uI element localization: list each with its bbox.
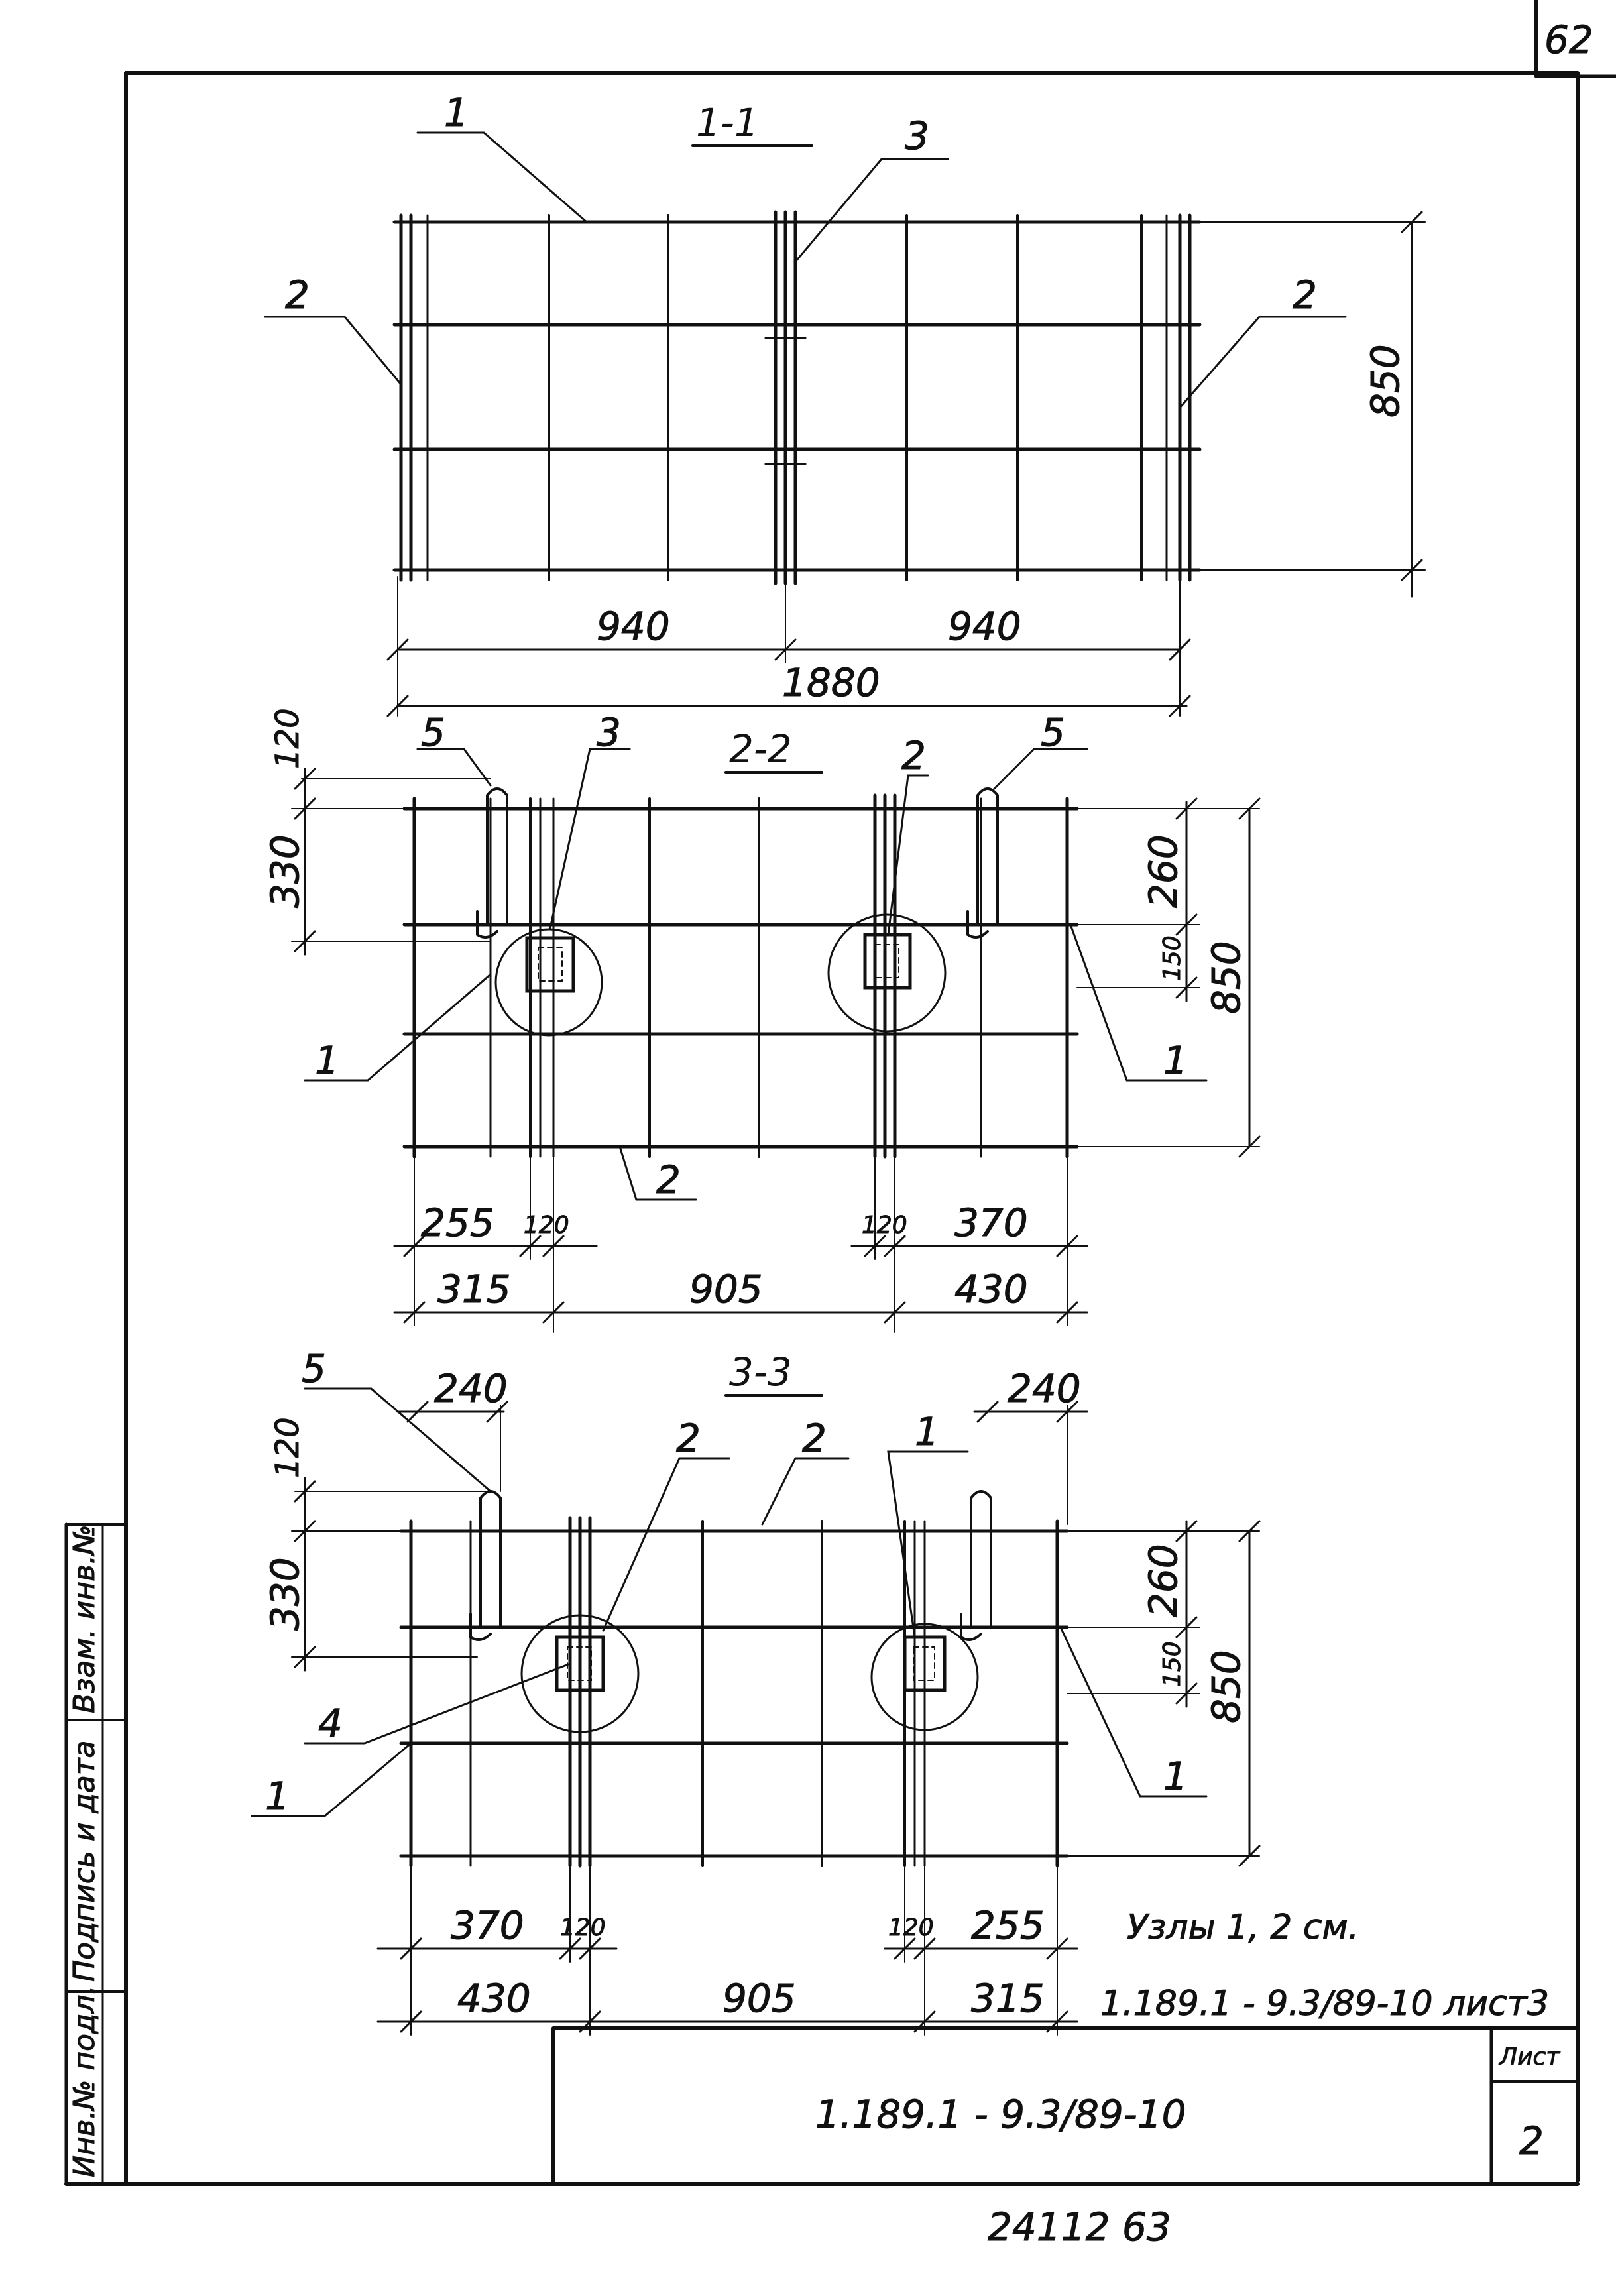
dim-2-2-right-850: 850 [1204, 941, 1249, 1014]
callout-2-2a: 5 [421, 710, 445, 755]
title-block-code: 1.189.1 - 9.3/89-10 [815, 2092, 1186, 2137]
dim-3-3-top-120: 120 [269, 1417, 306, 1478]
callout-2-2e: 1 [315, 1038, 339, 1083]
dim-2-2-b1-120b: 120 [862, 1212, 907, 1239]
dim-2-2-b2-315: 315 [437, 1267, 511, 1312]
strip-inv-podl: Инв.№ подл. [68, 1985, 101, 2177]
drawing-frame [64, 0, 1616, 2186]
dim-1-1-total: 1880 [782, 660, 880, 705]
dim-3-3-top-240a: 240 [434, 1366, 508, 1411]
dim-3-3-b1-120b: 120 [888, 1914, 934, 1941]
dim-1-1-left-half: 940 [597, 604, 670, 649]
title-block-sheet-label: Лист [1498, 2043, 1560, 2071]
callout-2-2d: 5 [1041, 710, 1065, 755]
section-2-2: 2-2 [291, 726, 1261, 1333]
dim-3-3-right-260: 260 [1141, 1544, 1186, 1617]
dim-3-3-right-150: 150 [1159, 1641, 1186, 1687]
dim-3-3-b1-255: 255 [971, 1903, 1045, 1948]
dim-3-3-top-240b: 240 [1008, 1366, 1081, 1411]
dim-2-2-top-120: 120 [269, 708, 306, 769]
title-block-sheet-number: 2 [1519, 2118, 1544, 2163]
dim-1-1-right-half: 940 [948, 604, 1021, 649]
dim-3-3-right-850: 850 [1204, 1650, 1249, 1723]
sheet-corner-number: 62 [1544, 17, 1593, 62]
callout-1-1a: 1 [444, 90, 469, 135]
callout-3-3d: 1 [915, 1409, 939, 1454]
dim-2-2-b1-255: 255 [421, 1200, 494, 1245]
callout-3-3c: 2 [802, 1416, 827, 1461]
callout-3-3b: 2 [676, 1416, 701, 1461]
dim-2-2-left-330: 330 [262, 834, 308, 908]
callout-3-3f: 1 [265, 1774, 290, 1819]
dim-2-2-b2-430: 430 [954, 1267, 1028, 1312]
callout-2-2c: 2 [901, 733, 926, 778]
dim-3-3-b2-315: 315 [971, 1976, 1045, 2021]
callout-2-2b: 3 [597, 710, 621, 755]
callout-2-2f: 1 [1163, 1038, 1188, 1083]
dim-3-3-b2-430: 430 [457, 1976, 531, 2021]
bottom-archive-code: 24112 63 [988, 2205, 1171, 2250]
callout-2-2g: 2 [656, 1157, 681, 1202]
callout-3-3a: 5 [302, 1346, 326, 1391]
section-3-3: 3-3 [251, 1349, 1261, 2036]
section-2-2-title: 2-2 [729, 726, 792, 772]
dim-2-2-right-260: 260 [1141, 834, 1186, 908]
section-1-1-title: 1-1 [696, 100, 759, 145]
dim-3-3-b2-905: 905 [722, 1976, 796, 2021]
section-3-3-title: 3-3 [729, 1349, 792, 1395]
dim-2-2-b2-905: 905 [689, 1267, 763, 1312]
callout-3-3e: 4 [318, 1701, 343, 1746]
dim-3-3-left-330: 330 [262, 1557, 308, 1631]
callout-1-1c: 2 [285, 272, 310, 317]
dim-2-2-right-150: 150 [1159, 935, 1186, 981]
strip-podpis-data: Подпись и дата [68, 1741, 101, 1982]
callout-1-1d: 2 [1293, 272, 1317, 317]
note-line-2: 1.189.1 - 9.3/89-10 лист3 [1100, 1984, 1549, 2024]
callout-1-1b: 3 [905, 113, 929, 158]
dim-1-1-height: 850 [1363, 344, 1408, 418]
strip-vzam-inv: Взам. инв.№ [68, 1524, 101, 1713]
section-1-1: 1-1 [264, 100, 1426, 717]
note-line-1: Узлы 1, 2 см. [1127, 1908, 1359, 1947]
dim-2-2-b1-370: 370 [954, 1200, 1028, 1245]
dim-2-2-b1-120a: 120 [524, 1212, 569, 1239]
callout-3-3g: 1 [1163, 1754, 1188, 1799]
dim-3-3-b1-120a: 120 [560, 1914, 606, 1941]
dim-3-3-b1-370: 370 [451, 1903, 524, 1948]
